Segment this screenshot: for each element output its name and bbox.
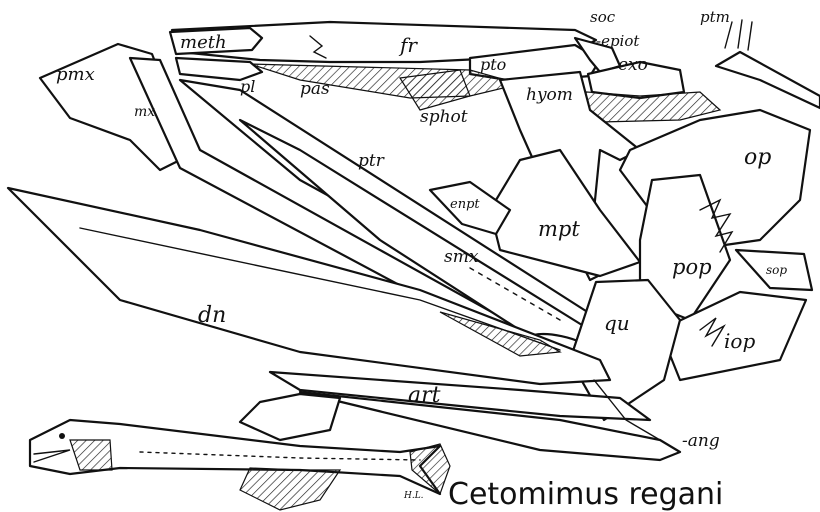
posttemporal-bone (716, 52, 820, 108)
label-ang: -ang (682, 431, 720, 451)
label-pas: pas (300, 79, 330, 99)
label-fr: fr (398, 33, 418, 57)
label-sop: sop (766, 263, 787, 277)
metapterygoid-bone (490, 150, 640, 276)
label-enpt: enpt (450, 197, 480, 212)
label-hyom: hyom (526, 85, 573, 105)
label-mpt: mpt (538, 217, 580, 241)
label-pop: pop (672, 255, 712, 279)
label-qu: qu (604, 311, 630, 335)
label-meth: meth (180, 32, 227, 53)
label-sphot: sphot (420, 107, 468, 127)
label-mx: mx (134, 104, 155, 120)
label-epiot: -epiot (596, 32, 640, 50)
label-exo: exo (618, 55, 648, 75)
sphenotic-hatch (400, 70, 470, 110)
label-soc: soc (590, 8, 616, 26)
label-pto: pto (480, 55, 506, 74)
label-pmx: pmx (56, 64, 95, 85)
label-ptm: ptm (700, 8, 730, 26)
label-ptr: ptr (358, 151, 385, 171)
label-dn: dn (198, 303, 226, 328)
figure-title: Cetomimus regani (448, 477, 723, 512)
artist-signature: H.L. (403, 491, 424, 501)
label-art: art (408, 383, 441, 408)
label-op: op (744, 145, 771, 170)
label-iop: iop (724, 329, 755, 353)
label-pl: pl (240, 77, 255, 96)
label-smx: smx (444, 247, 479, 267)
